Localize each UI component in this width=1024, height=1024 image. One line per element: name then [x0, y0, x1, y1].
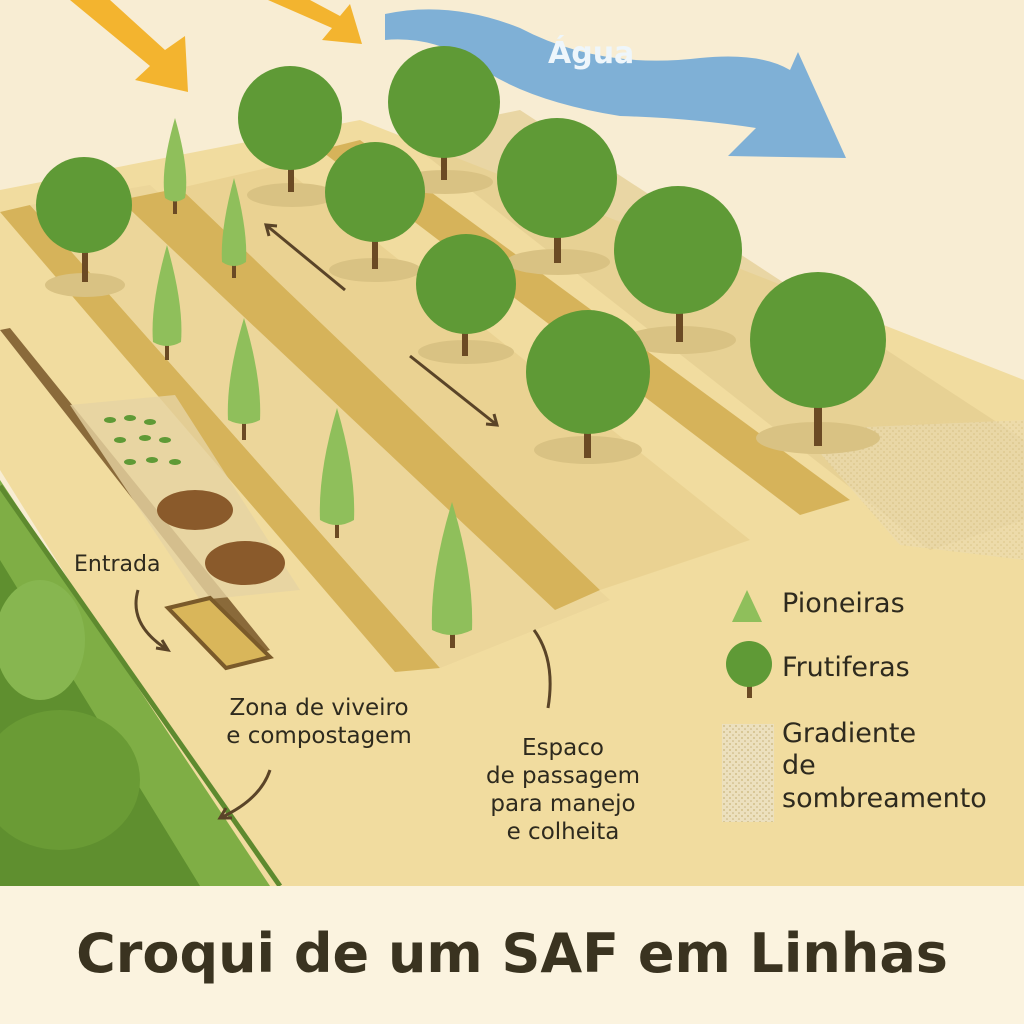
pioneer-tree-icon [152, 245, 182, 360]
fruit-tree-icon [750, 272, 886, 454]
entrance-label: Entrada [74, 552, 161, 577]
pioneer-tree-icon [221, 178, 247, 278]
hedge-edge [0, 484, 283, 886]
pioneer-tree-icon [431, 502, 473, 648]
passage-label-line: e colheita [506, 819, 620, 846]
nursery-label-line: e compostagem [226, 723, 412, 750]
seedlings [104, 415, 181, 465]
pioneer-tree-icon [732, 590, 762, 622]
fruit-tree-icon [416, 234, 516, 364]
entrance-gate [164, 595, 274, 671]
planting-row-1 [0, 205, 440, 672]
pioneer-tree-icon [227, 318, 261, 440]
legend-label-line: sombreamento [782, 782, 987, 814]
compost-pile [205, 541, 285, 585]
shading-gradient-icon [722, 724, 774, 822]
fruit-tree-icon [526, 310, 650, 464]
passage-label-line: Espaco [522, 735, 604, 761]
planting-row-2 [120, 188, 600, 610]
fruit-tree-icon [497, 118, 617, 275]
hedge-bush [0, 710, 140, 850]
hedge-bush [0, 580, 85, 700]
fruit-trees [36, 46, 886, 464]
water-arrow [385, 9, 846, 159]
fruit-tree-icon [726, 641, 772, 698]
pioneer-trees [152, 118, 473, 648]
diagram-title: Croqui de um SAF em Linhas [76, 922, 948, 985]
fruit-tree-icon [238, 66, 342, 207]
field-illustration [0, 0, 1024, 886]
fruit-tree-icon [614, 186, 742, 354]
shading-strip [800, 420, 1024, 560]
legend-label-line: Gradiente [782, 718, 917, 749]
legend-label-line: de [782, 750, 816, 782]
pioneer-tree-icon [319, 408, 355, 538]
passage-label-line: para manejo [490, 791, 636, 818]
legend-label: Gradiente de sombreamento [782, 718, 987, 815]
legend-label: Frutiferas [782, 652, 910, 683]
passage-label: Espaco de passagem para manejo e colheit… [470, 734, 656, 846]
nursery-label: Zona de viveiro e compostagem [214, 694, 424, 750]
nursery-label-line: Zona de viveiro [229, 695, 409, 721]
legend-label: Pioneiras [782, 588, 905, 619]
management-arrows [134, 223, 552, 820]
title-band [0, 886, 1024, 1024]
fruit-tree-icon [36, 157, 132, 297]
sun-arrows [70, 0, 362, 92]
pioneer-tree-icon [163, 118, 187, 214]
fruit-tree-icon [325, 142, 425, 282]
passage-label-line: de passagem [486, 763, 640, 790]
compost-pile [157, 490, 233, 530]
water-label: Água [548, 36, 635, 71]
